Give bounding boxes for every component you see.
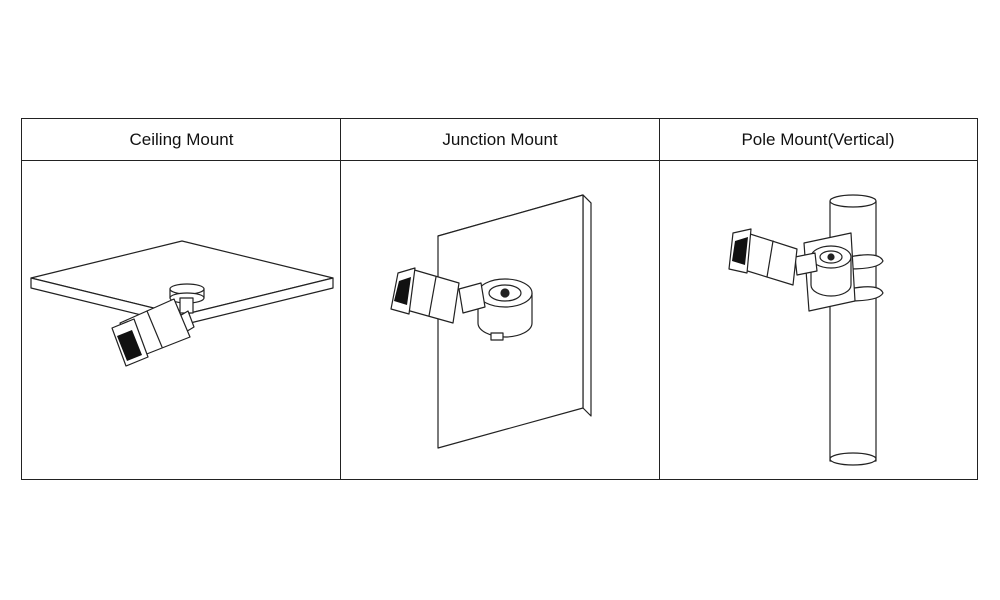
pole-bottom — [829, 452, 877, 466]
ceiling-mount-cell — [22, 161, 340, 479]
header-ceiling-mount: Ceiling Mount — [129, 130, 234, 149]
bullet-camera-icon — [390, 267, 486, 324]
junction-box-icon — [477, 278, 533, 341]
ceiling-mount-illustration — [30, 240, 334, 367]
column-divider — [340, 119, 341, 479]
pole-mount-illustration — [728, 194, 884, 466]
wall-side-edge — [582, 194, 592, 417]
bullet-camera-icon — [111, 298, 195, 367]
mount-options-table: Ceiling Mount Junction Mount Pole Mount(… — [21, 118, 978, 480]
junction-mount-illustration — [390, 194, 592, 449]
mount-base-icon — [169, 283, 205, 314]
header-pole-mount-vertical: Pole Mount(Vertical) — [741, 130, 895, 149]
junction-mount-cell — [341, 161, 659, 479]
column-divider — [659, 119, 660, 479]
junction-box-icon — [810, 245, 852, 297]
pole-top — [829, 194, 877, 208]
header-row: Ceiling Mount Junction Mount Pole Mount(… — [22, 119, 977, 161]
bullet-camera-icon — [728, 228, 818, 286]
pole-mount-cell — [659, 161, 977, 479]
header-junction-mount: Junction Mount — [442, 130, 558, 149]
pole-clamp-icon — [848, 254, 884, 302]
